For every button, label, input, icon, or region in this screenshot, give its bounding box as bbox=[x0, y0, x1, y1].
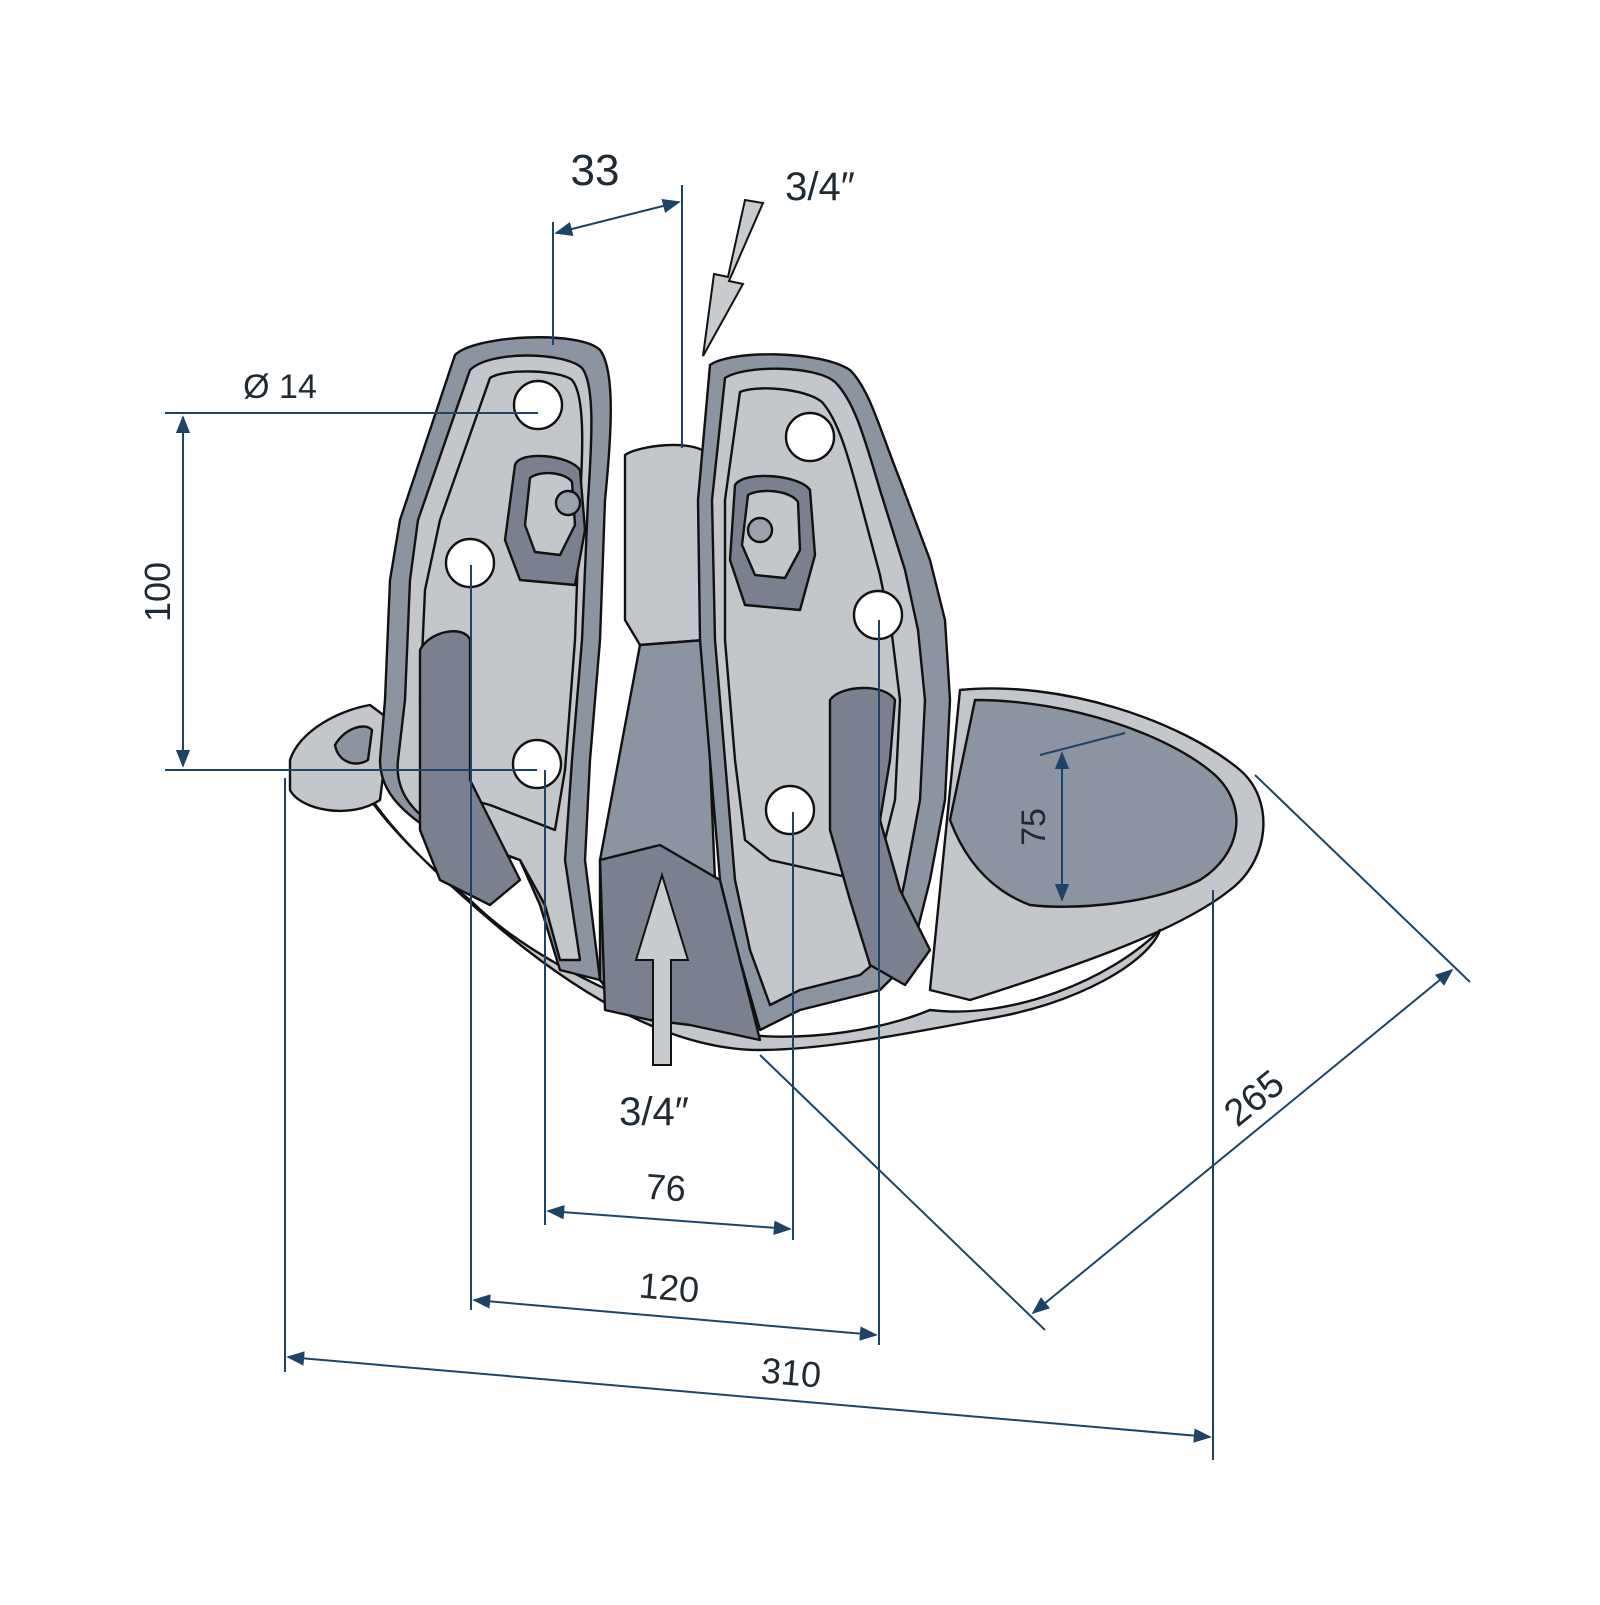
dimension-line-33 bbox=[554, 198, 681, 237]
mounting-hole-3 bbox=[511, 738, 563, 790]
left-valve-pin bbox=[554, 489, 582, 517]
mounting-hole-1 bbox=[512, 379, 564, 431]
bowl-inner bbox=[948, 698, 1238, 908]
dimension-lines bbox=[165, 185, 1471, 1460]
label-76: 76 bbox=[644, 1166, 687, 1210]
inlet-arrow-bottom bbox=[634, 871, 690, 1066]
inlet-arrow-top bbox=[702, 198, 765, 357]
label-120: 120 bbox=[637, 1265, 700, 1311]
label-75: 75 bbox=[1015, 808, 1053, 846]
dimension-labels: 33 3/4″ Ø 14 100 75 265 3/4″ 76 120 310 bbox=[137, 146, 1292, 1396]
drinking-bowl bbox=[288, 198, 1265, 1066]
mounting-hole-4 bbox=[784, 411, 836, 463]
mounting-hole-6 bbox=[764, 784, 816, 836]
label-310: 310 bbox=[759, 1350, 822, 1396]
dimension-line-310 bbox=[286, 1351, 1212, 1443]
extension-line-265-top bbox=[1254, 774, 1471, 983]
bowl-underside bbox=[348, 758, 1162, 1052]
label-inlet-bottom: 3/4″ bbox=[619, 1090, 689, 1134]
extension-line-265-bottom bbox=[759, 1054, 1046, 1331]
dimension-line-76 bbox=[546, 1205, 792, 1235]
lug-slot bbox=[333, 725, 374, 765]
dimension-line-120 bbox=[472, 1294, 878, 1341]
dimension-line-265 bbox=[1031, 968, 1454, 1315]
label-hole-diameter: Ø 14 bbox=[243, 368, 317, 406]
label-100: 100 bbox=[137, 562, 178, 622]
extension-line-75 bbox=[1039, 732, 1126, 756]
center-neck bbox=[623, 443, 707, 647]
label-33: 33 bbox=[571, 146, 620, 195]
label-inlet-top: 3/4″ bbox=[785, 165, 855, 209]
right-valve-pin bbox=[746, 516, 774, 544]
label-265: 265 bbox=[1217, 1062, 1293, 1135]
